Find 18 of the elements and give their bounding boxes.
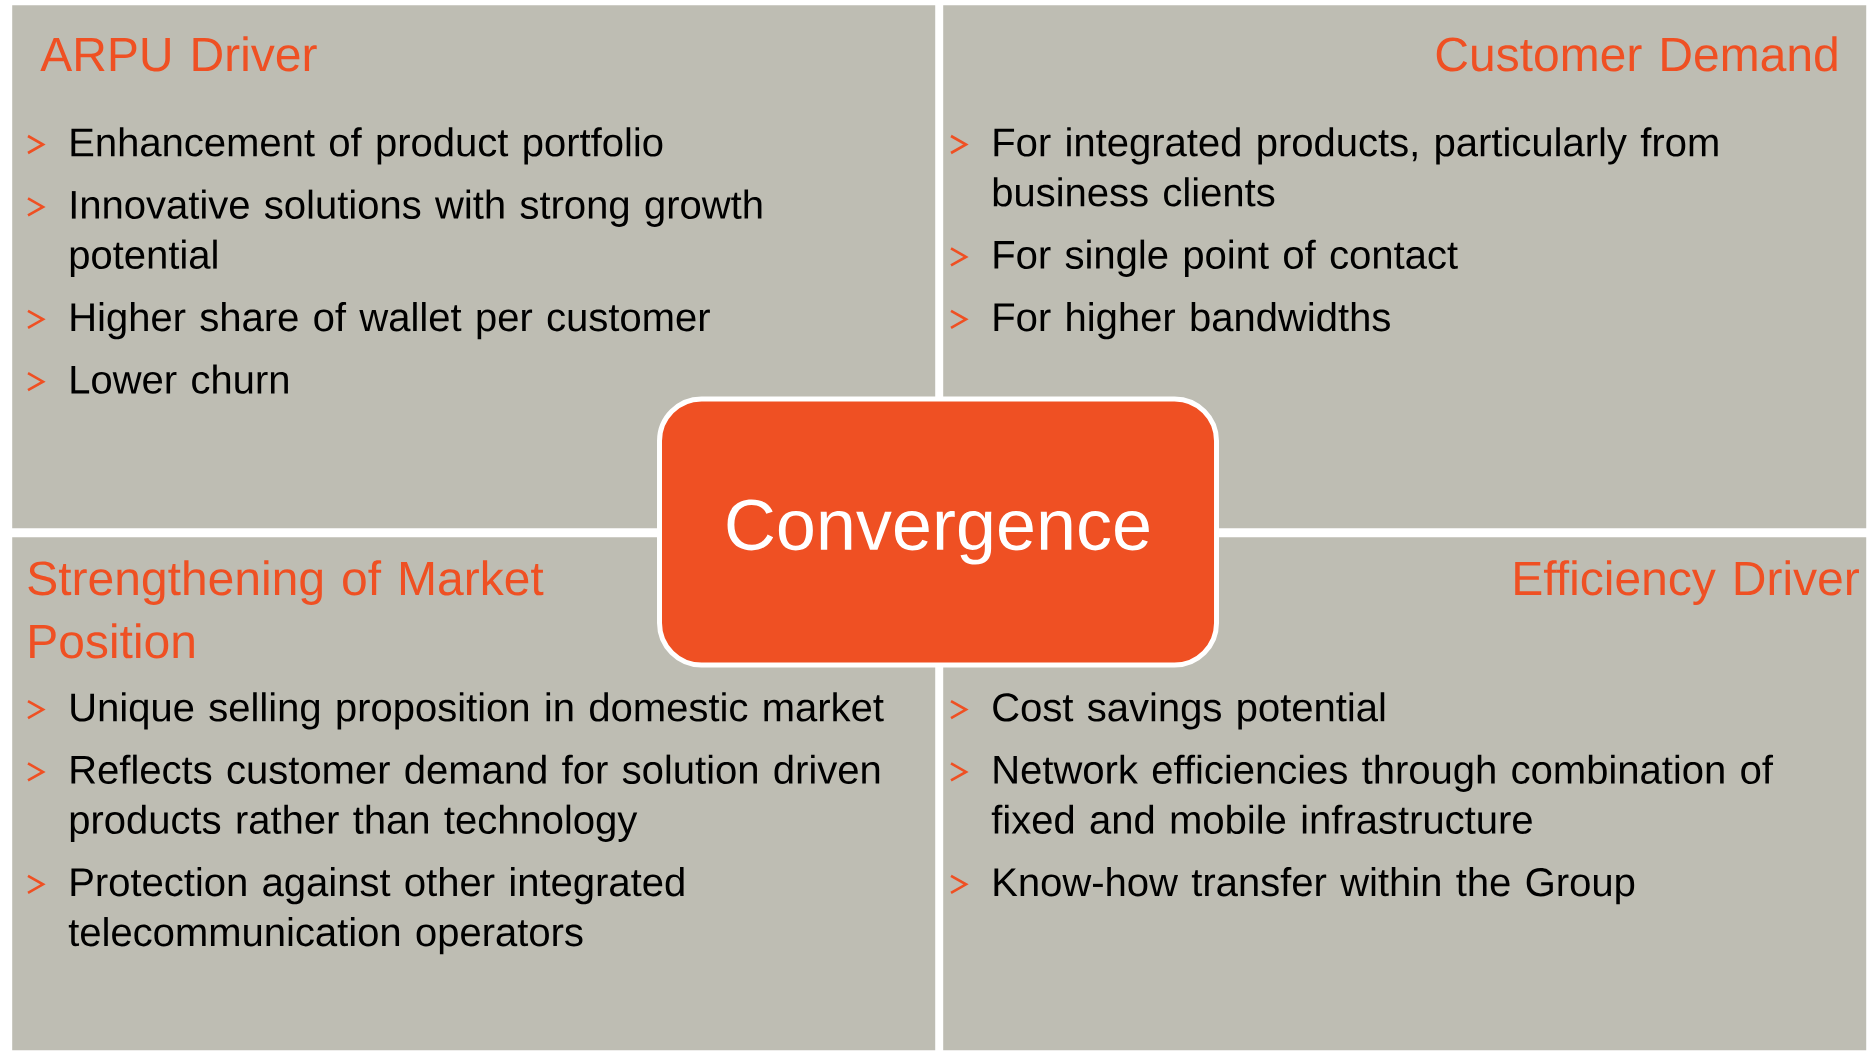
bullet-item: Know-how transfer within the Group xyxy=(950,867,1635,905)
bullet-item: For higher bandwidths xyxy=(950,302,1390,340)
bullet-item: Innovative solutions with strong growth potential xyxy=(27,189,762,277)
bullet-item: Enhancement of product portfolio xyxy=(27,127,663,165)
bullet-item: Cost savings potential xyxy=(950,692,1385,730)
bullet-item: For integrated products, particularly from business clients xyxy=(950,127,1718,207)
convergence-box: Convergence xyxy=(657,396,1219,668)
bullet-item: Network efficiencies through combination of fixed and mobile infrastructure xyxy=(950,754,1773,834)
bullet-item: Protection against other integrated telecommunication operators xyxy=(27,867,684,955)
bullet-item: Higher share of wallet per customer xyxy=(27,302,710,340)
panel-heading: ARPU Driver xyxy=(40,36,317,72)
panel-heading: Strengthening of Market Position xyxy=(28,560,544,659)
bullet-item: Reflects customer demand for solution driven products rather than technology xyxy=(27,754,880,842)
bullet-item: Lower churn xyxy=(27,364,288,394)
panel-heading: Customer Demand xyxy=(1436,36,1837,72)
panel-heading: Efficiency Driver xyxy=(1515,560,1859,605)
bullet-item: Unique selling proposition in domestic market xyxy=(27,692,884,730)
bullet-item: For single point of contact xyxy=(950,239,1458,277)
